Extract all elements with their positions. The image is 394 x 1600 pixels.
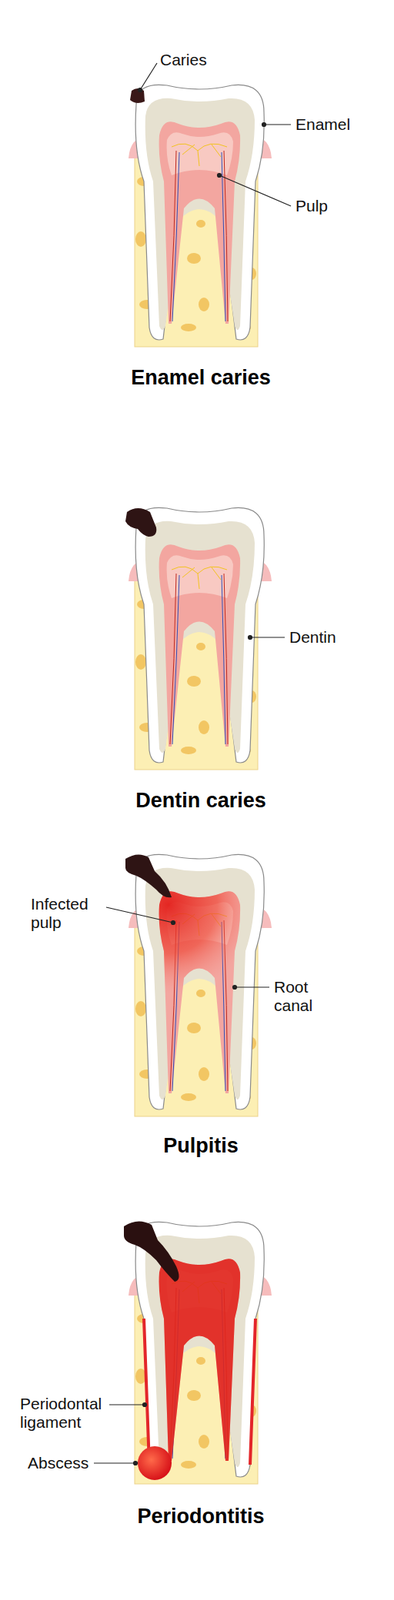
enamel-caries-tooth bbox=[128, 84, 272, 348]
part-label: Infected pulp bbox=[30, 895, 105, 933]
stage-caption: Enamel caries bbox=[62, 366, 340, 390]
stage-caption: Dentin caries bbox=[62, 789, 340, 813]
part-label: Dentin bbox=[289, 628, 337, 648]
part-label: Pulp bbox=[295, 197, 328, 216]
part-label: Abscess bbox=[27, 1455, 89, 1474]
part-label: Root canal bbox=[273, 978, 336, 1016]
periodontitis-tooth bbox=[123, 1222, 272, 1486]
part-label: Periodontal ligament bbox=[20, 1395, 108, 1433]
dentin-caries-tooth bbox=[125, 507, 272, 771]
pulpitis-tooth bbox=[125, 854, 272, 1118]
leader-lines bbox=[93, 63, 291, 1467]
part-label: Caries bbox=[160, 50, 208, 70]
stage-caption: Pulpitis bbox=[62, 1135, 340, 1159]
stage-caption: Periodontitis bbox=[62, 1505, 340, 1530]
part-label: Enamel bbox=[295, 115, 351, 134]
